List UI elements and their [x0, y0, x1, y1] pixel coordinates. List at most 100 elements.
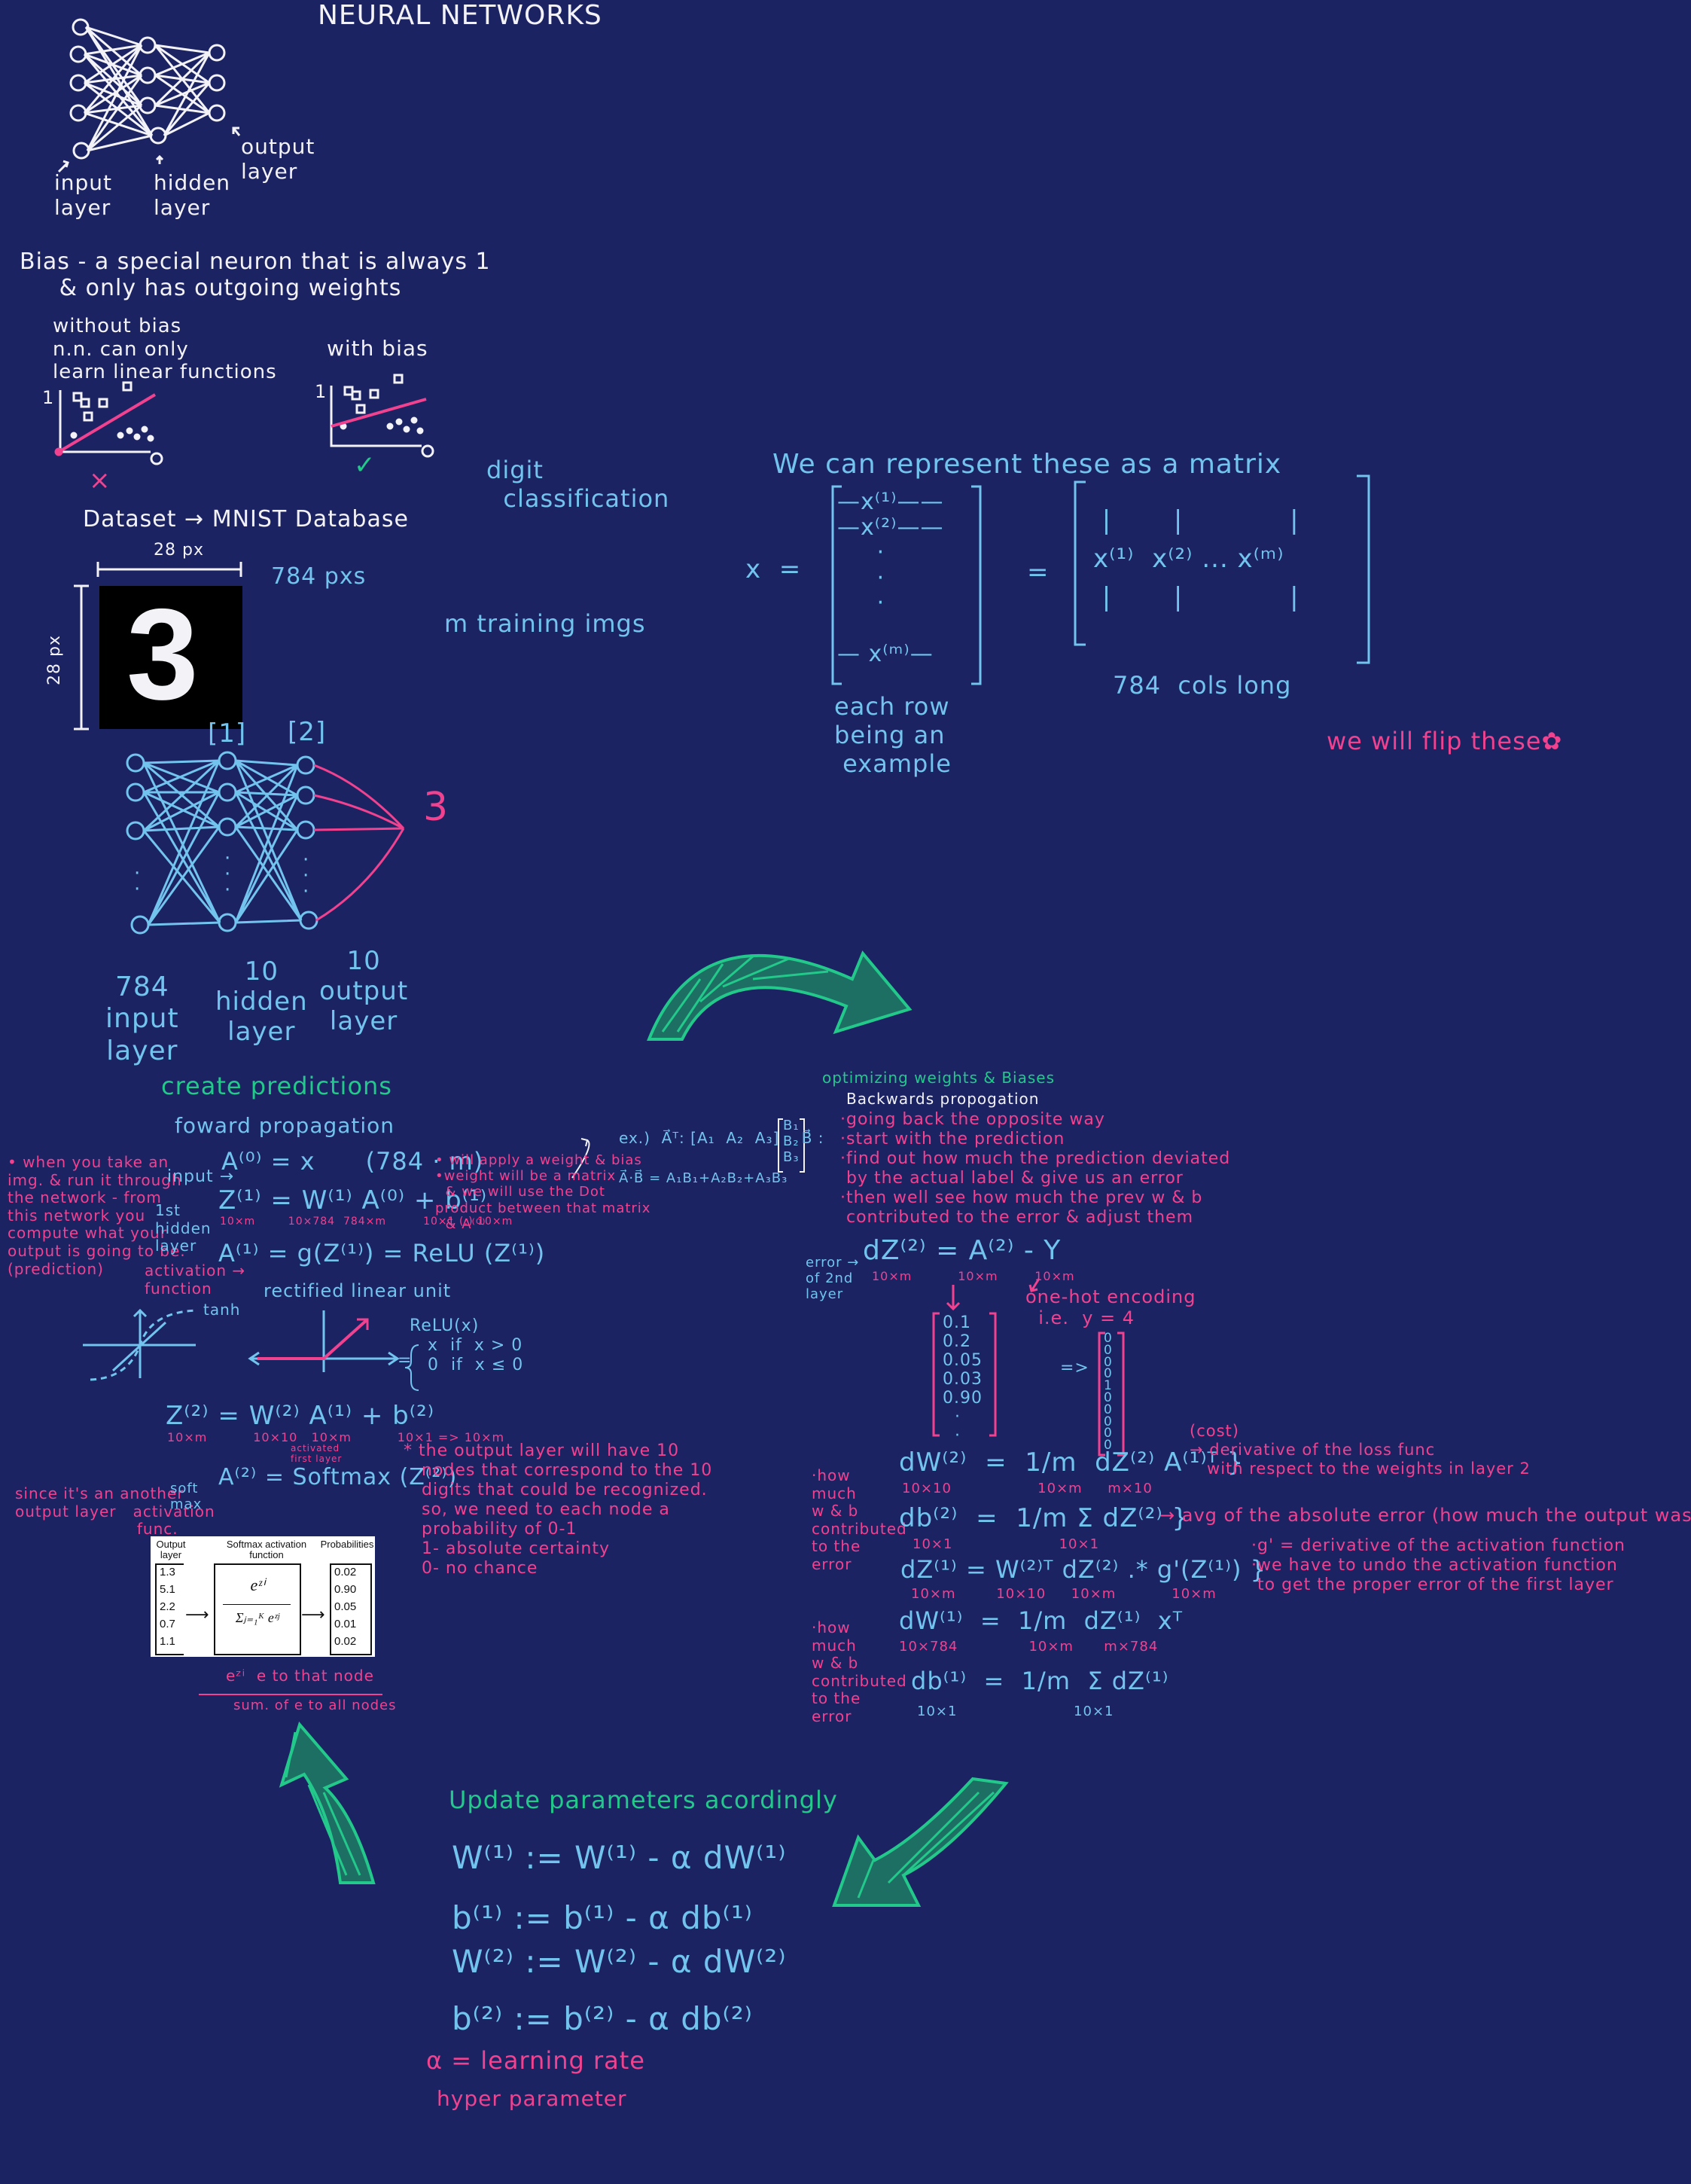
training-images-label: m training imgs: [444, 609, 646, 638]
page-title: NEURAL NETWORKS: [318, 0, 602, 31]
softmax-output-value: 0.90: [334, 1583, 357, 1596]
one-hot-arrow: =>: [1060, 1359, 1089, 1377]
dataset-label: Dataset → MNIST Database: [83, 506, 409, 532]
hidden-dots: · · ·: [224, 847, 232, 901]
softmax-denominator-note: sum. of e to all nodes: [233, 1697, 397, 1713]
relu-graph: [248, 1310, 419, 1391]
softmax-tag: soft max: [170, 1481, 203, 1513]
output-layer-note: * the output layer will have 10 nodes th…: [404, 1441, 713, 1578]
arrow-right-icon: ⟶: [185, 1606, 209, 1624]
softmax-function-box: [214, 1563, 301, 1655]
softmax-input-values: 1.3 5.1 2.2 0.7 1.1: [160, 1563, 175, 1650]
output-dots: · · ·: [303, 849, 310, 903]
axis-one-label: 1: [42, 387, 55, 408]
mnist-network-diagram: [126, 751, 318, 935]
z2-equation: Z⁽²⁾ = W⁽²⁾ A⁽¹⁾ + b⁽²⁾: [166, 1401, 435, 1431]
prediction-vector: 0.1 0.2 0.05 0.03 0.90 · ·: [943, 1313, 983, 1446]
without-bias-text: without bias n.n. can only learn linear …: [53, 315, 277, 384]
matrix-rows: —x⁽¹⁾—— —x⁽²⁾—— · · · — x⁽ᵐ⁾—: [837, 489, 944, 667]
mnist-width-label: 28 px: [154, 541, 204, 560]
dw1-equation: dW⁽¹⁾ = 1/m dZ⁽¹⁾ xᵀ: [899, 1606, 1184, 1635]
backward-heading: optimizing weights & Biases: [822, 1069, 1055, 1087]
one-hot-title: one-hot encoding i.e. y = 4: [1025, 1286, 1196, 1329]
softmax-input-value: 5.1: [160, 1583, 175, 1596]
softmax-numerator: eᶻⁱ: [250, 1575, 265, 1594]
cols-long-note: 784 cols long: [1113, 671, 1292, 700]
softmax-denominator: Σⱼ₌₁ᴷ eᶻʲ: [235, 1610, 280, 1625]
backprop-vector-brackets: [932, 1278, 1125, 1457]
update-heading: Update parameters acordingly: [449, 1786, 838, 1814]
softmax-input-value: 0.7: [160, 1618, 175, 1630]
softmax-input-value: 1.3: [160, 1566, 175, 1579]
forward-side-note: • when you take an img. & run it through…: [8, 1153, 186, 1278]
with-bias-text: with bias: [327, 336, 428, 361]
cross-icon: ×: [89, 465, 111, 496]
hidden-layer-label: hidden layer: [154, 170, 231, 221]
softmax-col-activation: Softmax activation function: [226, 1539, 307, 1560]
softmax-figure: Output layer Softmax activation function…: [151, 1536, 375, 1657]
alpha-definition: α = learning rate: [426, 2046, 645, 2075]
update-b2: b⁽²⁾ := b⁽²⁾ - α db⁽²⁾: [452, 2000, 753, 2037]
network-output-arrows: [313, 764, 405, 922]
contribution-tag-2: ·how much w & b contributed to the error: [812, 1466, 907, 1573]
matrix-equals: =: [1027, 557, 1050, 587]
pixel-count: 784 pxs: [271, 563, 367, 590]
softmax-output-value: 0.02: [334, 1566, 357, 1579]
forward-subheading: foward propagation: [175, 1113, 395, 1138]
z1-dimensions: 10×m 10×784 784×m 10×1 (:) 10×m: [220, 1216, 513, 1228]
error-tag: error → of 2nd layer: [806, 1255, 860, 1303]
softmax-input-value: 1.1: [160, 1635, 175, 1648]
db2-dimensions: 10×1 10×1: [913, 1536, 1100, 1552]
dw2-equation: dW⁽²⁾ = 1/m dZ⁽²⁾ A⁽¹⁾ᵀ }: [899, 1447, 1245, 1478]
each-row-note: each row being an example: [834, 692, 952, 778]
mnist-height-label: 28 px: [45, 635, 64, 685]
matrix-brackets: [831, 474, 1370, 685]
dz2-dimensions: 10×m 10×m 10×m: [872, 1269, 1075, 1283]
weight-note: • will apply a weight & bias •weight wil…: [435, 1152, 651, 1232]
mnist-hidden-layer-label: 10 hidden layer: [215, 956, 308, 1048]
activation-tag: activation → function: [145, 1261, 246, 1298]
a0-equation: A⁽⁰⁾ = x (784 · m): [221, 1147, 484, 1176]
softmax-col-output: Output layer: [156, 1539, 186, 1560]
dot-product-example: ex.) A⃗ᵀ: [A₁ A₂ A₃] B⃗ :: [619, 1129, 824, 1147]
dz1-equation: dZ⁽¹⁾ = W⁽²⁾ᵀ dZ⁽²⁾ .* g'(Z⁽¹⁾) }: [900, 1555, 1266, 1584]
layer-1-label: [1]: [208, 718, 247, 749]
softmax-side-note: since it's an another output layer activ…: [15, 1484, 215, 1539]
tanh-label: tanh: [203, 1301, 241, 1319]
relu-title: rectified linear unit: [264, 1280, 452, 1301]
bias-graph-without: [54, 381, 163, 465]
flip-note: we will flip these✿: [1327, 727, 1563, 755]
softmax-output-values: 0.02 0.90 0.05 0.01 0.02: [334, 1563, 356, 1650]
softmax-col-probabilities: Probabilities: [320, 1539, 374, 1550]
db1-equation: db⁽¹⁾ = 1/m Σ dZ⁽¹⁾: [911, 1667, 1169, 1695]
softmax-output-value: 0.02: [334, 1635, 357, 1648]
update-w1: W⁽¹⁾ := W⁽¹⁾ - α dW⁽¹⁾: [452, 1839, 787, 1876]
dw2-note: (cost) → derivative of the loss func wit…: [1190, 1422, 1531, 1478]
flow-arrow-top: [647, 950, 913, 1041]
a2-equation: A⁽²⁾ = Softmax (Z⁽²⁾): [218, 1464, 458, 1490]
a1-equation: A⁽¹⁾ = g(Z⁽¹⁾) = ReLU (Z⁽¹⁾): [218, 1239, 546, 1267]
contribution-tag-1: ·how much w & b contributed to the error: [812, 1618, 907, 1725]
mnist-digit-image: [99, 586, 242, 729]
softmax-input-bracket: [155, 1563, 184, 1655]
matrix-x-equals: x =: [745, 554, 802, 584]
backward-subheading: Backwards propogation: [846, 1090, 1040, 1108]
softmax-output-value: 0.05: [334, 1600, 357, 1613]
check-icon: ✓: [354, 450, 376, 480]
softmax-input-value: 2.2: [160, 1600, 175, 1613]
network-output-digit: 3: [423, 785, 449, 830]
mnist-output-layer-label: 10 output layer: [319, 946, 409, 1037]
axis-one-label-b: 1: [315, 381, 328, 402]
tanh-graph: [83, 1308, 198, 1381]
backward-steps: ·going back the opposite way ·start with…: [840, 1110, 1231, 1227]
db1-dimensions: 10×1 10×1: [917, 1704, 1114, 1719]
input-tag: input →: [167, 1167, 235, 1186]
z1-equation: Z⁽¹⁾ = W⁽¹⁾ A⁽⁰⁾ + b⁽¹⁾: [218, 1185, 488, 1216]
b-vector: B₁ B₂ B₃: [783, 1118, 800, 1166]
bias-definition: Bias - a special neuron that is always 1…: [20, 249, 491, 302]
matrix-columns: | | | x⁽¹⁾ x⁽²⁾ ... x⁽ᵐ⁾ | | |: [1093, 505, 1299, 612]
dot-product-result: A⃗·B⃗ = A₁B₁+A₂B₂+A₃B₃: [619, 1170, 788, 1186]
mnist-dimension-lines: [74, 562, 242, 731]
softmax-numerator-note: eᶻⁱ e to that node: [226, 1667, 374, 1685]
db2-equation: db⁽²⁾ = 1/m Σ dZ⁽²⁾ }: [899, 1503, 1190, 1533]
